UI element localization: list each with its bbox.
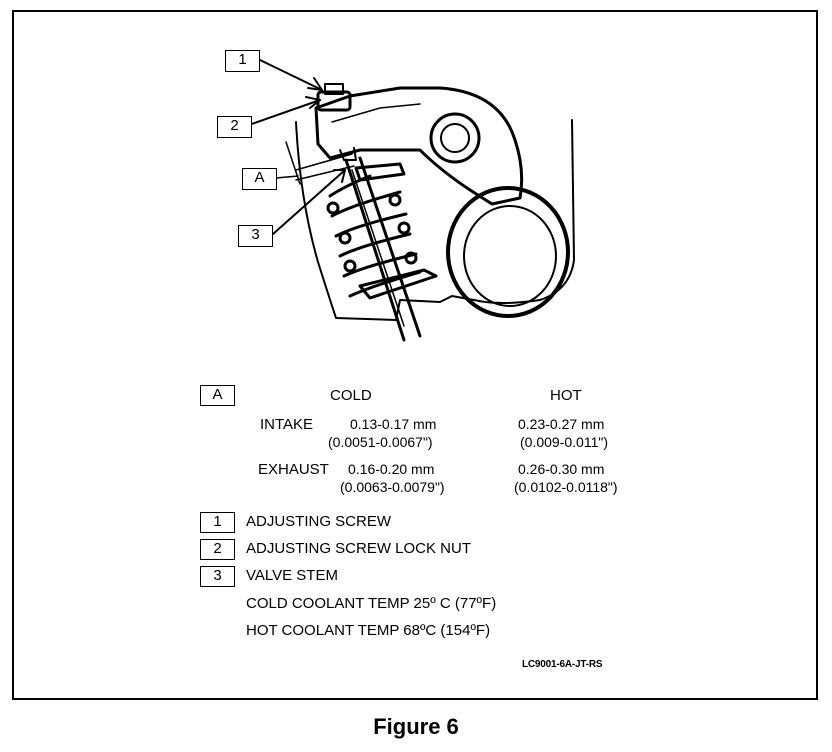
rocker-arm	[314, 86, 524, 206]
row-label-exhaust: EXHAUST	[258, 461, 329, 478]
row-label-intake: INTAKE	[260, 416, 314, 433]
reference-code: LC9001-6A-JT-RS	[522, 659, 603, 670]
camshaft-base	[463, 205, 557, 307]
intake-cold-mm: 0.13-0.17 mm	[350, 416, 437, 432]
camshaft-lobe	[446, 186, 570, 318]
intake-hot-mm: 0.23-0.27 mm	[518, 416, 605, 432]
note-cold-coolant: COLD COOLANT TEMP 25º C (77ºF)	[246, 595, 497, 612]
adjusting-screw-top	[324, 83, 344, 95]
legend-key-1: 1	[200, 512, 235, 533]
legend-key-3: 3	[200, 566, 235, 587]
rocker-shaft	[429, 112, 481, 164]
valve-stem	[344, 156, 422, 342]
leader-2	[242, 99, 321, 128]
column-header-cold: COLD	[330, 387, 372, 404]
callout-A: A	[242, 168, 277, 190]
exhaust-hot-mm: 0.26-0.30 mm	[518, 461, 605, 477]
exhaust-cold-mm: 0.16-0.20 mm	[348, 461, 435, 477]
rocker-shaft-bore	[440, 123, 470, 153]
leader-3	[272, 169, 346, 235]
callout-3: 3	[238, 225, 273, 247]
spec-key-box: A	[200, 385, 235, 406]
leader-A	[275, 175, 299, 179]
exhaust-hot-in: (0.0102-0.0118")	[514, 479, 618, 495]
figure-caption: Figure 6	[373, 714, 459, 739]
adjusting-screw-tip	[339, 147, 357, 161]
legend-text-3: VALVE STEM	[246, 567, 338, 584]
callout-2: 2	[217, 116, 252, 138]
legend-text-2: ADJUSTING SCREW LOCK NUT	[246, 540, 472, 557]
note-hot-coolant: HOT COOLANT TEMP 68ºC (154ºF)	[246, 622, 491, 639]
callout-1: 1	[225, 50, 260, 72]
legend-text-1: ADJUSTING SCREW	[246, 513, 392, 530]
intake-cold-in: (0.0051-0.0067")	[328, 434, 433, 450]
legend-key-2: 2	[200, 539, 235, 560]
leader-1	[259, 59, 323, 91]
exhaust-cold-in: (0.0063-0.0079")	[340, 479, 445, 495]
intake-hot-in: (0.009-0.011")	[520, 434, 608, 450]
column-header-hot: HOT	[550, 387, 582, 404]
figure-frame	[12, 10, 818, 700]
valve-spring	[326, 162, 438, 300]
